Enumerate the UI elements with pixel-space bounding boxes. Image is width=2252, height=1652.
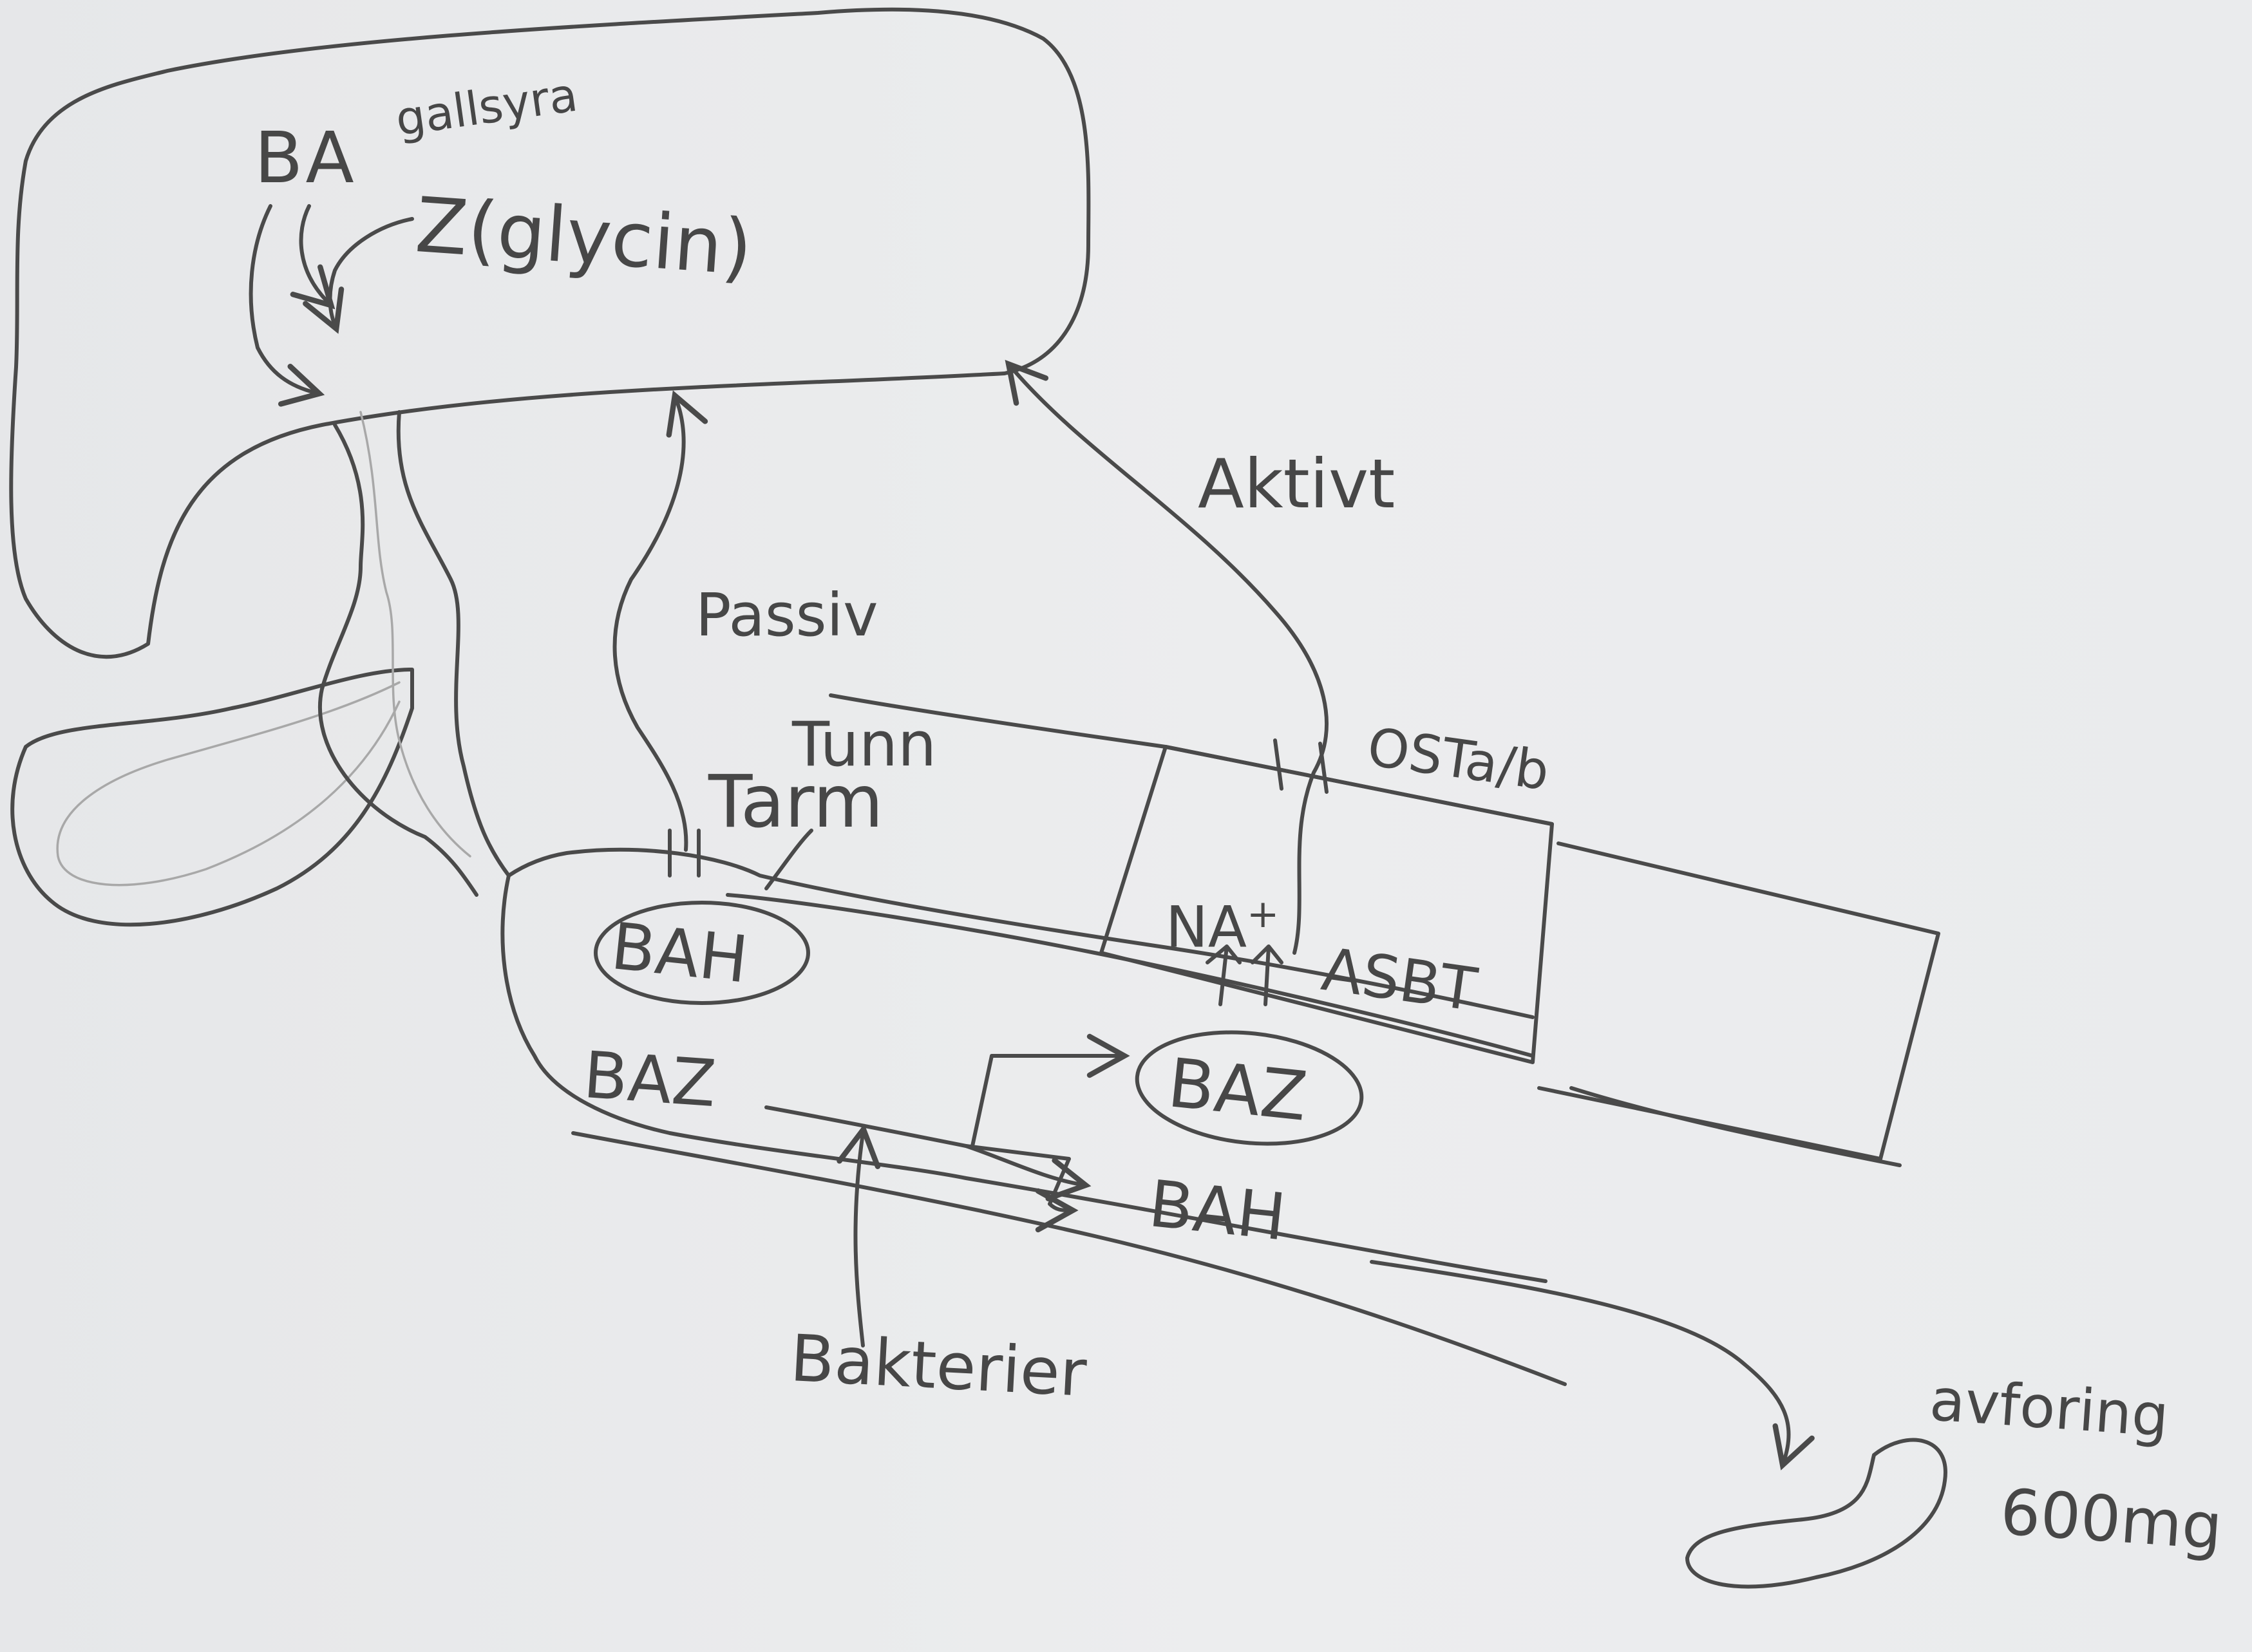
label-amount: 600mg: [1998, 1476, 2225, 1564]
label-tarm: Tarm: [708, 760, 884, 844]
label-na-text: NA: [1166, 894, 1247, 961]
passive-arrow: [612, 390, 708, 852]
feces-shape: [1685, 1438, 1947, 1589]
enterocyte-2: [1537, 841, 1940, 1161]
label-na-sup: +: [1247, 892, 1280, 937]
intestine-lower-wall-bottom: [571, 1131, 1567, 1386]
intestine-lower-wall-top: [500, 874, 1547, 1283]
baz-branch-to-ileum: [970, 1033, 1130, 1148]
intestine-stub-wall: [764, 829, 813, 890]
bile-duct-right-wall: [396, 410, 511, 878]
label-bah-upper: BAH: [607, 908, 752, 998]
label-bakterier: Bakterier: [788, 1320, 1088, 1411]
gallbladder-outline: [10, 668, 414, 927]
intestine-right-wall: [1569, 1086, 1902, 1167]
gallbladder-inner: [56, 681, 401, 887]
conjugation-arrow-middle: [290, 204, 336, 310]
label-ba: BA: [254, 117, 357, 199]
label-baz-right: BAZ: [1164, 1044, 1311, 1136]
tunn-tarm-top-line: [829, 693, 1554, 826]
bah-upper-circle: [594, 901, 810, 1005]
bile-duct-pencil: [359, 411, 471, 858]
label-z-glycin: Z(glycin): [413, 180, 755, 293]
active-arrow: [1005, 359, 1329, 955]
label-baz-left: BAZ: [581, 1037, 719, 1122]
conjugation-arrow-right: [303, 217, 414, 334]
label-na: NA+: [1166, 895, 1279, 955]
baz-right-circle: [1135, 1030, 1364, 1146]
label-tunn: Tunn: [792, 709, 937, 780]
intestine-upper-inner-wall: [726, 893, 1535, 1058]
liver-outline: [9, 7, 1091, 659]
baz-flow-arrow: [764, 1105, 1079, 1233]
bacteria-arrow: [837, 1123, 881, 1347]
na-arrows: [1206, 944, 1283, 1006]
bah-lower-arrow: [964, 1144, 1092, 1201]
label-avforing: avforing: [1927, 1366, 2171, 1450]
label-passiv: Passiv: [695, 581, 878, 650]
label-bah-lower: BAH: [1145, 1166, 1289, 1255]
conjugation-arrow-left: [249, 204, 325, 407]
channel-ticks-upper: [668, 829, 701, 878]
bile-duct: [317, 423, 478, 897]
excretion-arrow: [1370, 1260, 1815, 1470]
intestine-upper-wall: [507, 847, 1535, 1019]
label-aktivt: Aktivt: [1198, 445, 1396, 523]
